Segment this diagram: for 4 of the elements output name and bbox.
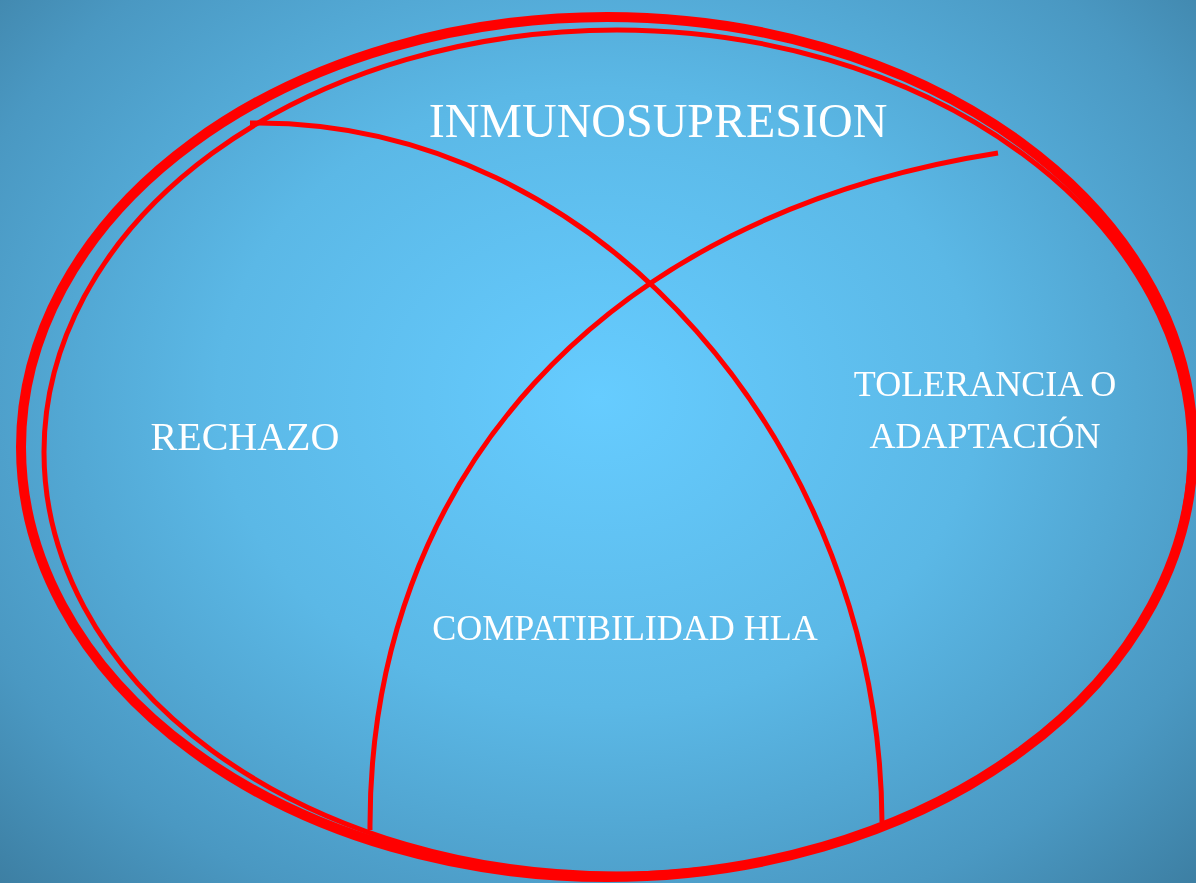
region-label: RECHAZO	[149, 413, 341, 461]
region-label: TOLERANCIA O ADAPTACIÓN	[852, 363, 1118, 459]
region-label: COMPATIBILIDAD HLA	[431, 607, 819, 650]
title: INMUNOSUPRESION	[427, 93, 889, 149]
